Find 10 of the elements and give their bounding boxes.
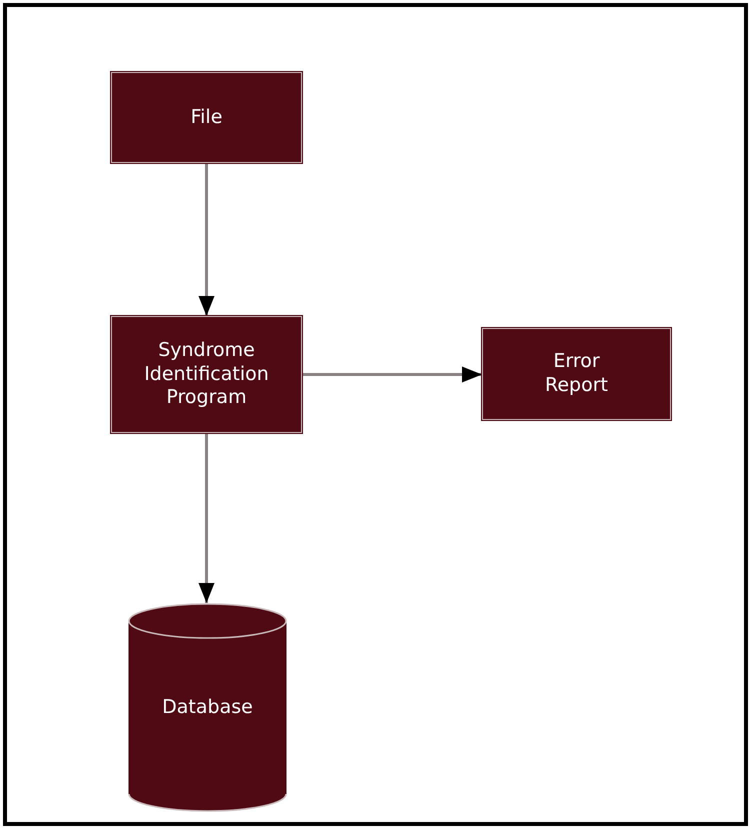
arrow (198, 163, 214, 316)
process-box (482, 328, 671, 420)
node-label: File (190, 106, 222, 130)
node-label: Error Report (544, 350, 609, 398)
node-label: Database (162, 696, 253, 720)
arrow (198, 433, 214, 603)
process-box (111, 316, 302, 433)
arrow (302, 366, 482, 382)
node-label: Syndrome Identification Program (143, 338, 270, 410)
process-box (111, 72, 302, 163)
